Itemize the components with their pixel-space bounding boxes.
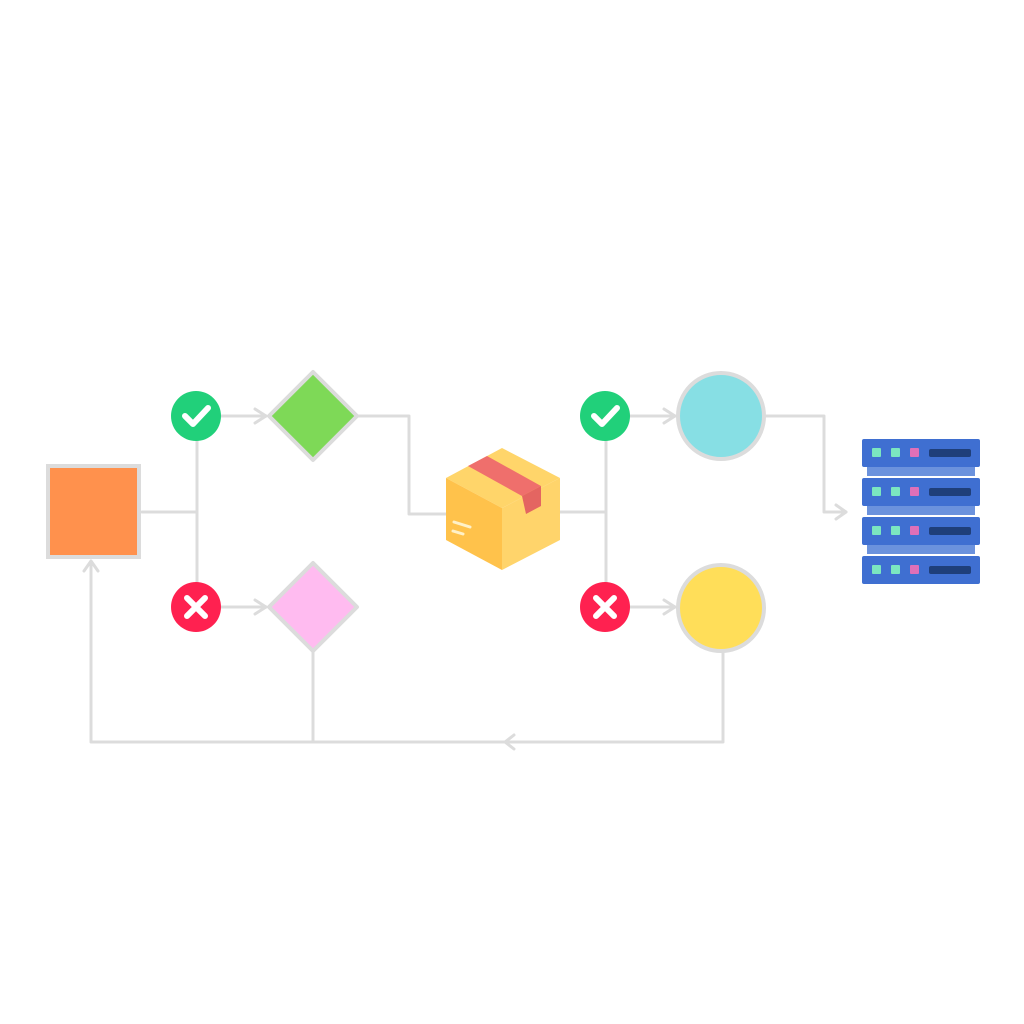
check-badge-2[interactable]	[580, 391, 630, 441]
circle-icon	[676, 371, 766, 461]
server-rack[interactable]	[862, 439, 980, 584]
edge-approved-circle-to-server	[764, 414, 848, 514]
check-icon	[182, 405, 211, 427]
arrowhead	[662, 407, 677, 425]
rejected-circle[interactable]	[676, 563, 766, 653]
diamond-icon	[267, 370, 359, 462]
check-badge-circle	[171, 391, 221, 441]
diamond-icon	[267, 561, 359, 653]
square-icon	[46, 464, 141, 559]
approved-circle[interactable]	[676, 371, 766, 461]
arrowhead-into-start	[82, 559, 100, 573]
cross-icon	[184, 595, 208, 619]
arrowhead	[253, 407, 268, 425]
cross-badge-1[interactable]	[171, 582, 221, 632]
connectors	[82, 407, 848, 751]
arrowhead	[253, 598, 268, 616]
cross-icon	[593, 595, 617, 619]
package-box[interactable]	[446, 448, 560, 570]
server-icon	[862, 439, 980, 584]
arrowhead-loop-left	[503, 733, 516, 751]
arrowhead	[662, 598, 677, 616]
arrowhead	[834, 503, 848, 521]
check-icon	[591, 405, 620, 427]
cross-badge-2[interactable]	[580, 582, 630, 632]
start-square[interactable]	[46, 464, 141, 559]
edge-rejected-circle-loop	[89, 560, 725, 744]
check-badge-circle	[580, 391, 630, 441]
check-badge-1[interactable]	[171, 391, 221, 441]
package-icon	[446, 448, 560, 570]
approved-diamond[interactable]	[267, 370, 359, 462]
edge-approved-diamond-to-package	[355, 414, 450, 516]
rejected-diamond[interactable]	[267, 561, 359, 653]
circle-icon	[676, 563, 766, 653]
